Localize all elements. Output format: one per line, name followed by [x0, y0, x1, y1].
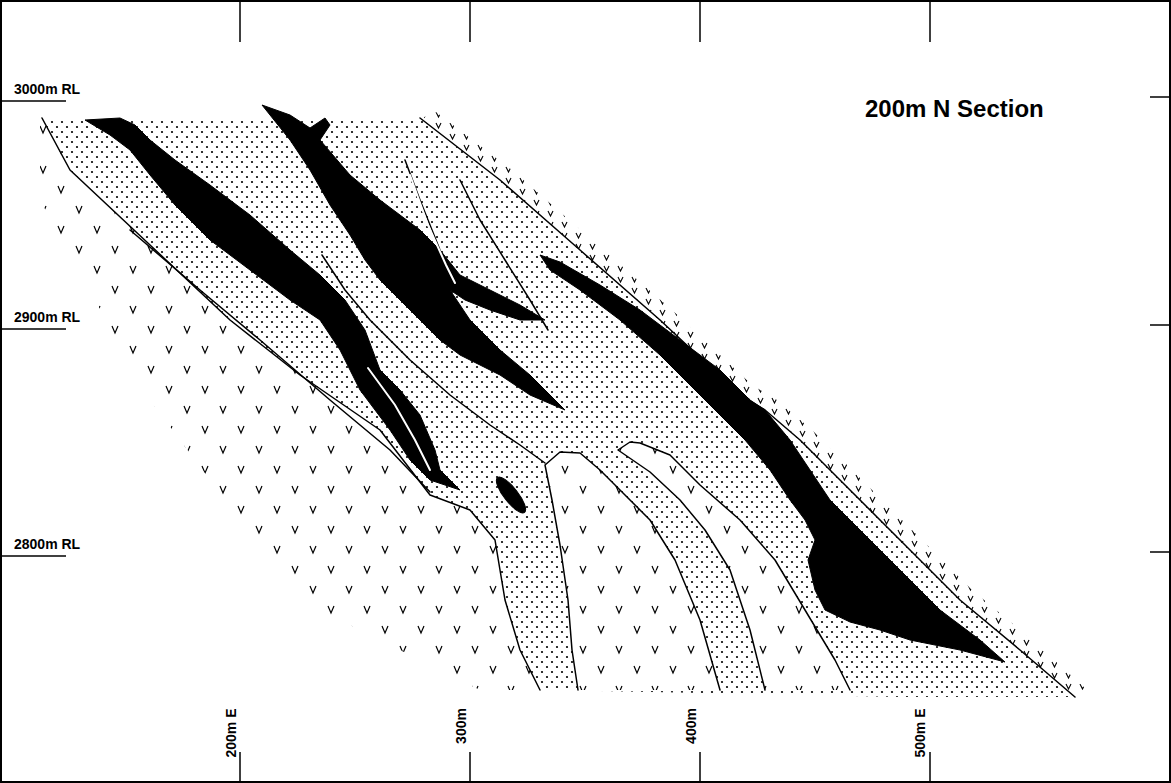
easting-label: 500m E: [913, 708, 928, 757]
section-title: 200m N Section: [865, 96, 1044, 122]
easting-label: 400m: [684, 708, 699, 744]
easting-label: 300m: [454, 708, 469, 744]
elevation-label: 2800m RL: [14, 537, 80, 552]
volcanic-footwall: [40, 118, 540, 690]
easting-label: 200m E: [224, 708, 239, 757]
volcanic-footwall-pattern: [40, 118, 540, 690]
elevation-label: 2900m RL: [14, 310, 80, 325]
elevation-label: 3000m RL: [14, 82, 80, 97]
ore-lenses: [85, 105, 1005, 662]
fault-traces: [368, 175, 455, 470]
volcanic-hangingwall: [420, 112, 1085, 697]
